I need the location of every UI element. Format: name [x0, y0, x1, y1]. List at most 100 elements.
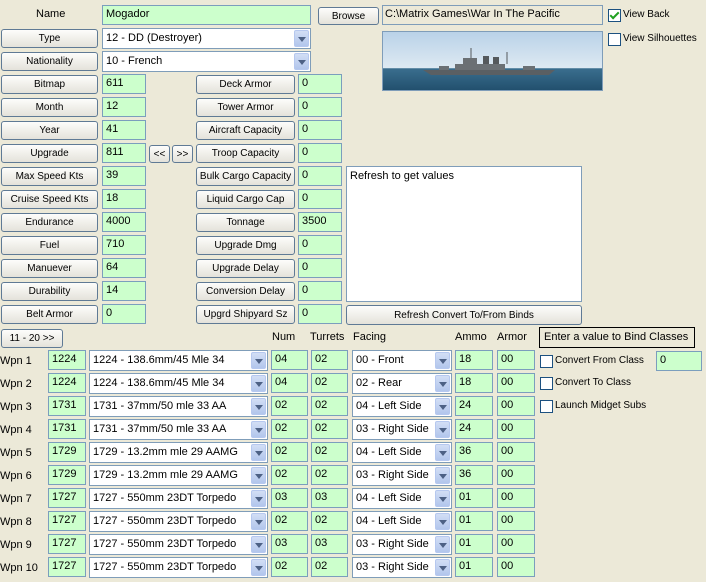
weapon-ammo-field[interactable]: 01: [455, 511, 493, 531]
left-field-input[interactable]: 39: [102, 166, 146, 186]
right-field-input[interactable]: 0: [298, 166, 342, 186]
left-field-input[interactable]: 0: [102, 304, 146, 324]
weapon-device-select[interactable]: 1731 - 37mm/50 mle 33 AA: [89, 419, 268, 440]
weapon-ammo-field[interactable]: 36: [455, 465, 493, 485]
weapon-facing-select[interactable]: 00 - Front: [352, 350, 452, 371]
chevron-down-icon[interactable]: [435, 513, 450, 530]
weapon-ammo-field[interactable]: 01: [455, 557, 493, 577]
left-field-label-button[interactable]: Endurance: [1, 213, 98, 232]
weapon-turrets-field[interactable]: 02: [311, 511, 348, 531]
weapon-ammo-field[interactable]: 18: [455, 350, 493, 370]
left-field-input[interactable]: 710: [102, 235, 146, 255]
left-field-input[interactable]: 18: [102, 189, 146, 209]
weapon-armor-field[interactable]: 00: [497, 488, 535, 508]
type-select[interactable]: 12 - DD (Destroyer): [102, 28, 311, 49]
chevron-down-icon[interactable]: [294, 30, 309, 47]
weapon-id-field[interactable]: 1729: [48, 442, 86, 462]
browse-button[interactable]: Browse: [318, 7, 379, 25]
left-field-label-button[interactable]: Fuel: [1, 236, 98, 255]
right-field-input[interactable]: 0: [298, 97, 342, 117]
chevron-down-icon[interactable]: [435, 559, 450, 576]
weapon-num-field[interactable]: 02: [271, 442, 308, 462]
right-field-label-button[interactable]: Conversion Delay: [196, 282, 295, 301]
chevron-down-icon[interactable]: [294, 53, 309, 70]
type-button[interactable]: Type: [1, 29, 98, 48]
left-field-label-button[interactable]: Max Speed Kts: [1, 167, 98, 186]
weapon-device-select[interactable]: 1731 - 37mm/50 mle 33 AA: [89, 396, 268, 417]
weapon-turrets-field[interactable]: 02: [311, 396, 348, 416]
refresh-binds-button[interactable]: Refresh Convert To/From Binds: [346, 305, 582, 325]
weapon-armor-field[interactable]: 00: [497, 350, 535, 370]
weapon-ammo-field[interactable]: 18: [455, 373, 493, 393]
right-field-input[interactable]: 3500: [298, 212, 342, 232]
weapon-ammo-field[interactable]: 36: [455, 442, 493, 462]
nationality-select[interactable]: 10 - French: [102, 51, 311, 72]
left-field-label-button[interactable]: Year: [1, 121, 98, 140]
weapon-facing-select[interactable]: 03 - Right Side: [352, 419, 452, 440]
weapon-armor-field[interactable]: 00: [497, 396, 535, 416]
right-field-label-button[interactable]: Troop Capacity: [196, 144, 295, 163]
weapon-id-field[interactable]: 1731: [48, 419, 86, 439]
right-field-label-button[interactable]: Tower Armor: [196, 98, 295, 117]
next-page-button[interactable]: 11 - 20 >>: [1, 329, 63, 348]
weapon-id-field[interactable]: 1727: [48, 511, 86, 531]
chevron-down-icon[interactable]: [251, 467, 266, 484]
weapon-num-field[interactable]: 04: [271, 350, 308, 370]
weapon-device-select[interactable]: 1727 - 550mm 23DT Torpedo: [89, 534, 268, 555]
right-field-input[interactable]: 0: [298, 235, 342, 255]
chevron-down-icon[interactable]: [251, 536, 266, 553]
left-field-input[interactable]: 611: [102, 74, 146, 94]
chevron-down-icon[interactable]: [251, 375, 266, 392]
weapon-facing-select[interactable]: 02 - Rear: [352, 373, 452, 394]
weapon-device-select[interactable]: 1727 - 550mm 23DT Torpedo: [89, 488, 268, 509]
right-field-label-button[interactable]: Upgrd Shipyard Sz: [196, 305, 295, 324]
weapon-device-select[interactable]: 1729 - 13.2mm mle 29 AAMG: [89, 442, 268, 463]
upgrade-next-button[interactable]: >>: [172, 145, 193, 163]
weapon-device-select[interactable]: 1224 - 138.6mm/45 Mle 34: [89, 350, 268, 371]
right-field-label-button[interactable]: Upgrade Delay: [196, 259, 295, 278]
right-field-label-button[interactable]: Aircraft Capacity: [196, 121, 295, 140]
convert-from-field[interactable]: 0: [656, 351, 702, 371]
view-back-checkbox[interactable]: [608, 9, 621, 22]
chevron-down-icon[interactable]: [251, 444, 266, 461]
convert-to-checkbox[interactable]: [540, 377, 553, 390]
chevron-down-icon[interactable]: [435, 421, 450, 438]
view-silhouettes-checkbox[interactable]: [608, 33, 621, 46]
left-field-input[interactable]: 12: [102, 97, 146, 117]
bind-info-textarea[interactable]: Refresh to get values: [346, 166, 582, 302]
weapon-turrets-field[interactable]: 02: [311, 373, 348, 393]
weapon-turrets-field[interactable]: 03: [311, 534, 348, 554]
weapon-turrets-field[interactable]: 02: [311, 442, 348, 462]
weapon-facing-select[interactable]: 04 - Left Side: [352, 442, 452, 463]
weapon-facing-select[interactable]: 03 - Right Side: [352, 465, 452, 486]
chevron-down-icon[interactable]: [251, 559, 266, 576]
chevron-down-icon[interactable]: [251, 398, 266, 415]
right-field-input[interactable]: 0: [298, 304, 342, 324]
weapon-num-field[interactable]: 04: [271, 373, 308, 393]
left-field-label-button[interactable]: Bitmap: [1, 75, 98, 94]
left-field-label-button[interactable]: Upgrade: [1, 144, 98, 163]
right-field-input[interactable]: 0: [298, 120, 342, 140]
right-field-label-button[interactable]: Liquid Cargo Cap: [196, 190, 295, 209]
left-field-input[interactable]: 811: [102, 143, 146, 163]
left-field-input[interactable]: 64: [102, 258, 146, 278]
right-field-label-button[interactable]: Bulk Cargo Capacity: [196, 167, 295, 186]
chevron-down-icon[interactable]: [435, 444, 450, 461]
chevron-down-icon[interactable]: [435, 490, 450, 507]
chevron-down-icon[interactable]: [251, 421, 266, 438]
weapon-turrets-field[interactable]: 02: [311, 419, 348, 439]
chevron-down-icon[interactable]: [435, 398, 450, 415]
right-field-input[interactable]: 0: [298, 258, 342, 278]
right-field-label-button[interactable]: Tonnage: [196, 213, 295, 232]
weapon-id-field[interactable]: 1727: [48, 534, 86, 554]
weapon-num-field[interactable]: 03: [271, 488, 308, 508]
right-field-input[interactable]: 0: [298, 143, 342, 163]
weapon-num-field[interactable]: 02: [271, 396, 308, 416]
left-field-input[interactable]: 4000: [102, 212, 146, 232]
chevron-down-icon[interactable]: [251, 513, 266, 530]
left-field-label-button[interactable]: Cruise Speed Kts: [1, 190, 98, 209]
left-field-label-button[interactable]: Belt Armor: [1, 305, 98, 324]
right-field-label-button[interactable]: Upgrade Dmg: [196, 236, 295, 255]
weapon-ammo-field[interactable]: 24: [455, 419, 493, 439]
weapon-num-field[interactable]: 02: [271, 465, 308, 485]
